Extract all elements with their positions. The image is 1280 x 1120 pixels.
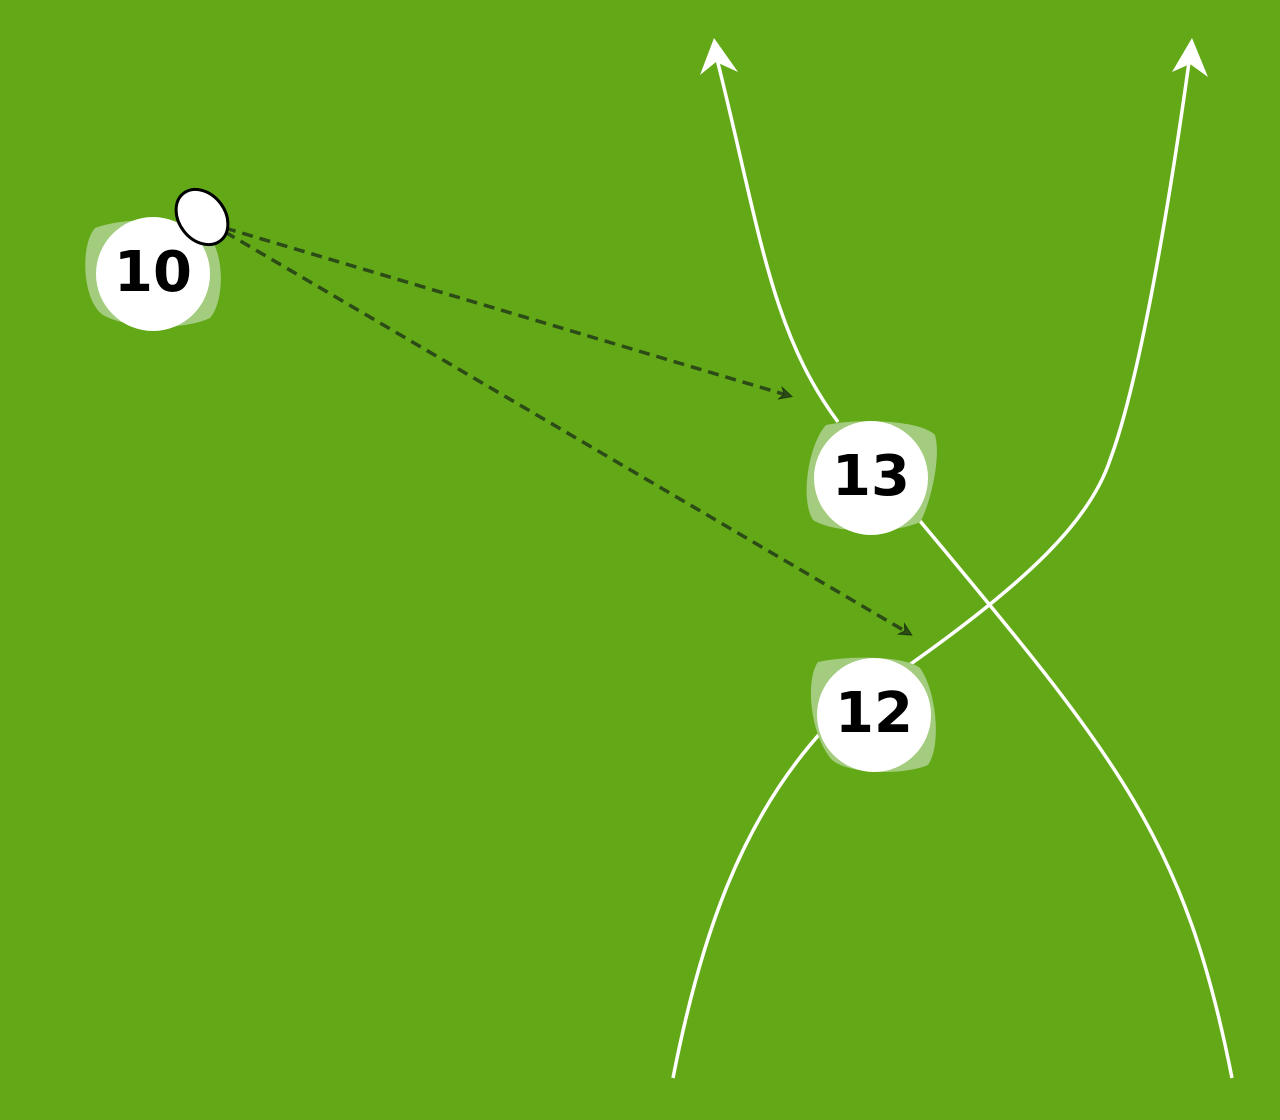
pass-line-to-12 <box>224 230 910 634</box>
run-path-12 <box>671 54 1192 1079</box>
player-13: 13 <box>806 421 937 535</box>
run-arrowhead-13 <box>700 38 738 75</box>
player-10: 10 <box>85 217 221 331</box>
run-line-13 <box>700 38 1234 1079</box>
rugby-ball-icon <box>174 187 230 247</box>
player-13-number: 13 <box>832 444 910 509</box>
player-13-disc <box>814 421 928 535</box>
run-path-13 <box>714 54 1234 1079</box>
player-12-disc <box>817 658 931 772</box>
run-line-12 <box>671 38 1208 1079</box>
player-12: 12 <box>810 657 936 772</box>
run-arrowhead-12 <box>1172 38 1208 77</box>
player-10-disc <box>96 217 210 331</box>
player-12-number: 12 <box>835 681 913 746</box>
pass-line-to-13 <box>224 226 790 396</box>
player-10-number: 10 <box>114 240 192 305</box>
